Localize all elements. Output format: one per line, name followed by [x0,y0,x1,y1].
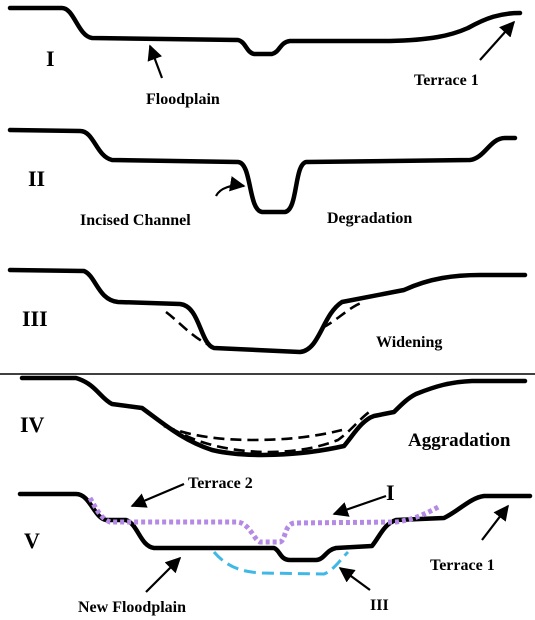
terrace-1-label: Terrace 1 [414,72,479,89]
stage-5-profile [17,491,533,563]
stage-3-numeral: III [22,306,48,331]
aggradation-label: Aggradation [408,430,511,451]
stage-3-profile-outline [141,406,373,454]
stage-2-numeral: II [28,166,45,191]
stage-4-numeral: IV [20,412,45,437]
stage-3: III Widening [7,267,528,355]
stage-1-ref-label: I [386,480,395,505]
stage-1-numeral: I [46,46,55,71]
stage-1: I Floodplain Terrace 1 [7,5,523,108]
terrace-1-label-v: Terrace 1 [430,557,495,574]
degradation-label: Degradation [327,210,412,227]
stage-4: IV Aggradation [19,375,528,458]
incised-channel-arrow [215,176,246,197]
floodplain-label: Floodplain [146,91,220,108]
stage-4-profile [19,375,528,458]
stage-5: V Terrace 2 I Terrace 1 New Floodplain I… [17,475,533,616]
terrace-2-arrow [130,482,185,508]
terrace-2-label: Terrace 2 [188,475,253,492]
terrace-1-arrow-v [481,504,509,541]
stage-5-numeral: V [24,528,40,553]
new-floodplain-arrow [145,556,182,593]
stage-1-profile [7,5,523,57]
stage-3-ref-arrow [338,567,371,591]
stage-2: II Incised Channel Degradation [7,127,518,229]
terrace-1-arrow [479,20,516,61]
incised-channel-label: Incised Channel [80,212,191,229]
stage-2-channel-outline-right [321,300,365,330]
stage-1-profile-overlay [87,496,442,545]
stage-2-channel-outline [165,310,217,350]
stage-3-profile-outline-2 [163,424,343,442]
floodplain-arrow [147,44,164,79]
stage-3-profile [7,267,528,355]
new-floodplain-label: New Floodplain [78,599,186,616]
widening-label: Widening [376,334,442,351]
stage-1-ref-arrow [332,494,387,517]
stage-2-profile [7,127,518,215]
stage-3-ref-label: III [370,597,389,614]
